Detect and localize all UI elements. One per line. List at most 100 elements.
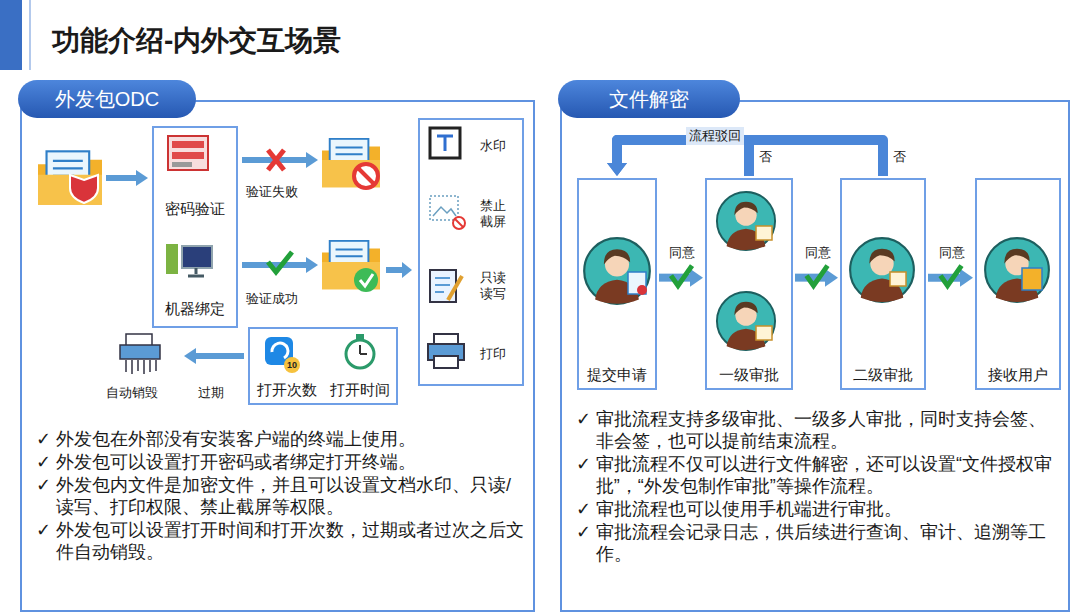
edge-label: 同意 xyxy=(667,244,697,262)
decor-shape xyxy=(354,268,378,292)
decor-shape xyxy=(106,175,136,181)
decor-shape xyxy=(453,217,465,229)
decor-shape xyxy=(756,226,772,240)
decor-shape xyxy=(850,238,914,302)
decor-shape xyxy=(356,334,364,339)
process-box: 接收用户 xyxy=(975,178,1061,390)
decor-shape xyxy=(268,150,284,170)
arrowhead xyxy=(690,269,703,287)
bullet-text: ✓ 外发包内文件是加密文件，并且可以设置文档水印、只读/读写、打印权限、禁止截屏… xyxy=(36,474,526,518)
bullet-list: ✓ 外发包在外部没有安装客户端的终端上使用。✓ 外发包可以设置打开密码或者绑定打… xyxy=(36,428,526,564)
decor-shape xyxy=(70,175,98,203)
decor-shape xyxy=(430,128,460,158)
decor-shape xyxy=(172,162,192,167)
bullet-text: ✓ 审批流程不仅可以进行文件解密，还可以设置“文件授权审批”，“外发包制作审批”… xyxy=(576,453,1060,497)
connector-line xyxy=(617,140,749,176)
decor-shape xyxy=(306,257,318,273)
decor-shape xyxy=(120,345,160,359)
arrowhead xyxy=(607,163,627,176)
decor-shape xyxy=(717,292,775,350)
bullet-text: ✓ 审批流程支持多级审批、一级多人审批，同时支持会签、非会签，也可以提前结束流程… xyxy=(576,408,1060,452)
decor-shape xyxy=(430,270,456,302)
edge-label: 同意 xyxy=(937,244,967,262)
bullet-list: ✓ 审批流程支持多级审批、一级多人审批，同时支持会签、非会签，也可以提前结束流程… xyxy=(576,408,1060,566)
decor-shape xyxy=(272,343,288,358)
decor-shape xyxy=(1022,268,1042,290)
edge-label: 否 xyxy=(757,148,774,166)
odc-icons xyxy=(38,128,465,374)
decor-shape xyxy=(38,151,102,204)
node-label: 只读读写 xyxy=(480,270,508,301)
decor-shape xyxy=(172,141,204,148)
decor-shape xyxy=(284,357,300,373)
decor-shape xyxy=(435,278,450,292)
node-label: 水印 xyxy=(480,138,520,154)
decor-shape xyxy=(268,252,292,272)
check-mark xyxy=(671,266,692,286)
bullet-text: ✓ 审批流程也可以使用手机端进行审批。 xyxy=(576,498,1060,520)
decor-shape xyxy=(756,326,772,340)
connector xyxy=(607,140,749,176)
decor-shape xyxy=(434,334,458,344)
bullet-text: ✓ 外发包可以设置打开密码或者绑定打开终端。 xyxy=(36,451,526,473)
node-label: 接收用户 xyxy=(977,366,1059,385)
arrowhead xyxy=(960,269,973,287)
decor-shape xyxy=(637,285,647,295)
decor-shape xyxy=(430,196,458,220)
decor-shape xyxy=(354,164,378,188)
decor-shape xyxy=(182,246,212,268)
arrowhead xyxy=(825,269,838,287)
bullet-text: ✓ 外发包可以设置打开时间和打开次数，过期或者过次之后文件自动销毁。 xyxy=(36,519,526,563)
decor-shape xyxy=(437,136,453,151)
title-rule xyxy=(29,0,31,70)
decor-shape xyxy=(172,152,204,159)
process-box: 水印禁止截屏只读读写打印 xyxy=(418,118,524,386)
node-label: 打开次数 xyxy=(250,381,323,400)
note-label: 验证成功 xyxy=(246,290,298,308)
decor-shape xyxy=(360,274,373,286)
decor-shape xyxy=(434,356,458,368)
decor-shape xyxy=(890,272,906,286)
flow-label: 流程驳回 xyxy=(686,127,744,145)
decor-shape xyxy=(628,272,646,294)
node-label: 密码验证 xyxy=(154,200,236,219)
node-label: 提交申请 xyxy=(579,366,655,385)
decor-shape xyxy=(168,136,208,170)
process-box: 打开次数打开时间 xyxy=(248,327,398,405)
decor-shape xyxy=(402,262,412,278)
process-box: 密码验证机器绑定 xyxy=(152,126,238,328)
decor-shape xyxy=(985,238,1049,302)
connector xyxy=(607,140,883,176)
note-label: 过期 xyxy=(198,384,224,402)
panel-box: 文件解密✓ 审批流程支持多级审批、一级多人审批，同时支持会签、非会签，也可以提前… xyxy=(560,100,1070,612)
node-label: 二级审批 xyxy=(842,366,924,385)
decor-shape xyxy=(322,139,380,187)
title-bar xyxy=(0,0,22,70)
decor-shape xyxy=(346,340,374,368)
process-box: 提交申请 xyxy=(577,178,657,390)
process-box: 二级审批 xyxy=(840,178,926,390)
decor-shape xyxy=(717,192,775,250)
connector xyxy=(928,266,973,287)
decor-shape xyxy=(306,152,318,168)
node-label: 禁止截屏 xyxy=(480,198,508,229)
decor-shape xyxy=(455,219,463,227)
panel-box: 外发包ODC✓ 外发包在外部没有安装客户端的终端上使用。✓ 外发包可以设置打开密… xyxy=(20,100,535,612)
decor-shape xyxy=(126,360,156,374)
decor-shape xyxy=(386,267,402,273)
process-box: 一级审批 xyxy=(705,178,793,390)
decor-shape xyxy=(433,207,456,216)
decor-shape xyxy=(358,168,374,184)
decor-shape xyxy=(166,244,178,274)
decor-shape xyxy=(360,345,367,354)
decor-shape xyxy=(188,268,204,276)
edge-label: 同意 xyxy=(803,244,833,262)
decor-shape xyxy=(448,276,462,300)
decor-shape xyxy=(584,238,650,304)
edge-label: 否 xyxy=(891,148,908,166)
connector-line xyxy=(617,140,883,176)
note-label: 自动销毁 xyxy=(106,384,158,402)
arrowhead xyxy=(607,163,627,176)
callout-number: 10 xyxy=(285,360,299,370)
